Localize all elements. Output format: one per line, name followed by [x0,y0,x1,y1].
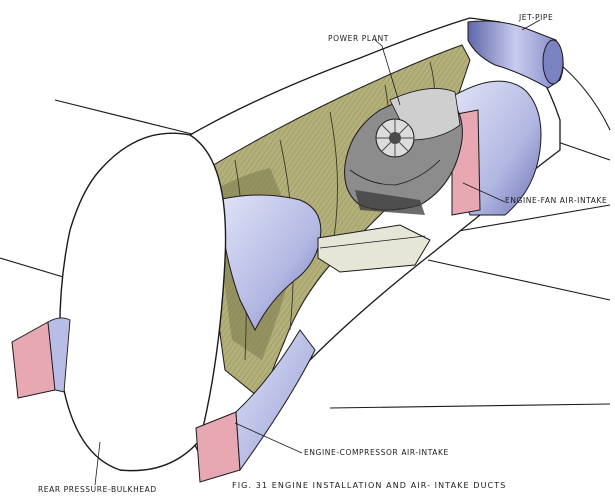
left-compressor-air-intake [11,321,56,399]
figure-caption: FIG. 31 ENGINE INSTALLATION AND AIR- INT… [232,481,507,490]
left-intake-duct [47,317,71,393]
jet-pipe-label: JET-PIPE [519,13,554,22]
power-plant [344,88,463,215]
jet-pipe-nozzle [542,39,564,85]
leader-lines [94,19,541,486]
rear-pressure-bulkhead-label: REAR PRESSURE-BULKHEAD [38,485,157,494]
compressor-intake-duct [217,194,322,332]
engine-mounting-tray [317,224,431,273]
bottom-intake-duct [235,329,316,472]
engine-compressor-air-intake-label: ENGINE-COMPRESSOR AIR-INTAKE [304,448,449,457]
rear-pressure-bulkhead [59,132,227,472]
power-plant-label: POWER PLANT [328,34,389,43]
engine-fan-air-intake-label: ENGINE-FAN AIR-INTAKE [505,196,608,205]
